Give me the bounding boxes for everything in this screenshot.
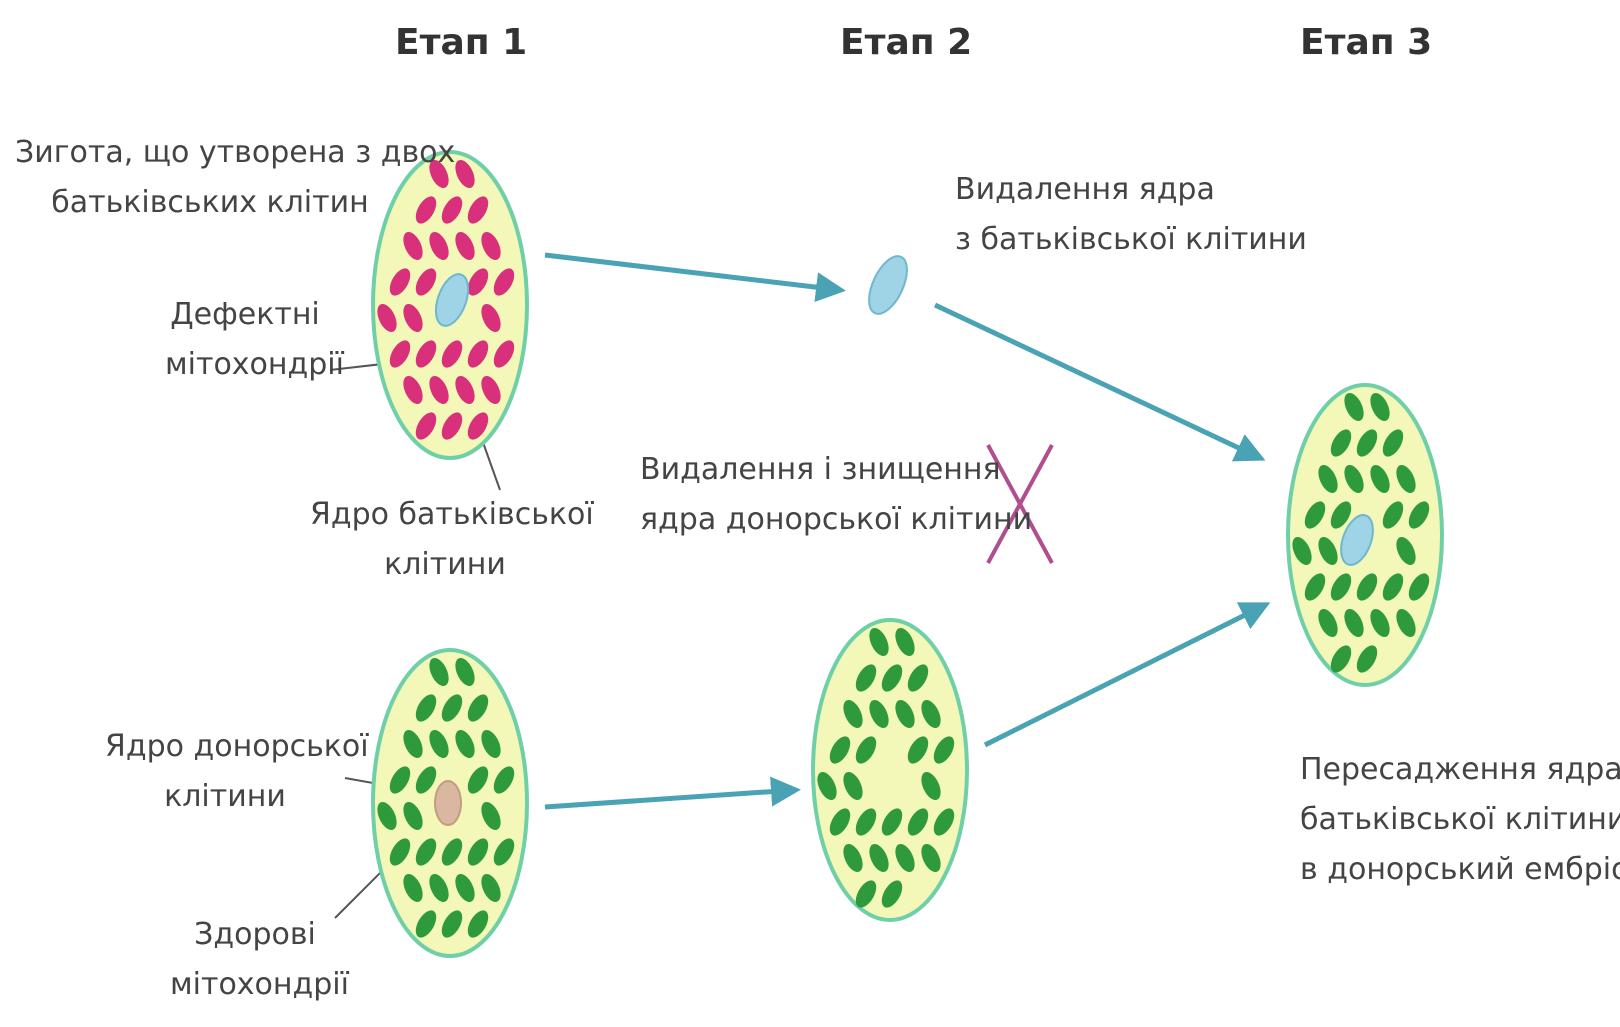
label-parent-nucleus-line2: клітини bbox=[310, 540, 580, 590]
label-donor-nucleus: Ядро донорської клітини bbox=[105, 722, 345, 822]
label-healthy-mito: Здорові мітохондрії bbox=[170, 910, 340, 1010]
donor-cell bbox=[373, 650, 527, 956]
label-remove-donor-nucleus-line1: Видалення і знищення bbox=[640, 445, 990, 495]
label-remove-donor-nucleus-line2: ядра донорської клітини bbox=[640, 495, 990, 545]
label-zygote-line2: батьківських клітин bbox=[15, 178, 405, 228]
label-parent-nucleus: Ядро батьківської клітини bbox=[310, 490, 580, 590]
label-remove-donor-nucleus: Видалення і знищення ядра донорської клі… bbox=[640, 445, 990, 545]
label-zygote-line1: Зигота, що утворена з двох bbox=[15, 128, 405, 178]
arrow-zygote-to-removed-nucleus bbox=[545, 255, 840, 290]
label-defective-mito: Дефектні мітохондрії bbox=[165, 290, 325, 390]
donor-nucleus bbox=[435, 781, 461, 825]
label-healthy-mito-line2: мітохондрії bbox=[170, 960, 340, 1010]
label-defective-mito-line2: мітохондрії bbox=[165, 340, 325, 390]
enucleated-donor-cell bbox=[813, 620, 967, 920]
arrow-nucleus-to-embryo bbox=[935, 305, 1260, 458]
label-remove-parent-nucleus-line1: Видалення ядра bbox=[955, 165, 1265, 215]
label-transplant-line1: Пересадження ядра bbox=[1300, 745, 1610, 795]
label-parent-nucleus-line1: Ядро батьківської bbox=[310, 490, 580, 540]
label-remove-parent-nucleus: Видалення ядра з батьківської клітини bbox=[955, 165, 1265, 265]
arrow-enucleated-to-embryo bbox=[985, 605, 1265, 745]
label-transplant: Пересадження ядра батьківської клітини в… bbox=[1300, 745, 1610, 895]
label-zygote: Зигота, що утворена з двох батьківських … bbox=[15, 128, 405, 228]
label-remove-parent-nucleus-line2: з батьківської клітини bbox=[955, 215, 1265, 265]
label-transplant-line3: в донорський ембріон bbox=[1300, 845, 1610, 895]
removed-parent-nucleus bbox=[861, 251, 914, 320]
arrow-donor-to-enucleated bbox=[545, 790, 795, 807]
label-healthy-mito-line1: Здорові bbox=[170, 910, 340, 960]
label-transplant-line2: батьківської клітини bbox=[1300, 795, 1610, 845]
label-donor-nucleus-line2: клітини bbox=[105, 772, 345, 822]
label-donor-nucleus-line1: Ядро донорської bbox=[105, 722, 345, 772]
label-defective-mito-line1: Дефектні bbox=[165, 290, 325, 340]
reconstructed-embryo-cell bbox=[1288, 385, 1442, 685]
